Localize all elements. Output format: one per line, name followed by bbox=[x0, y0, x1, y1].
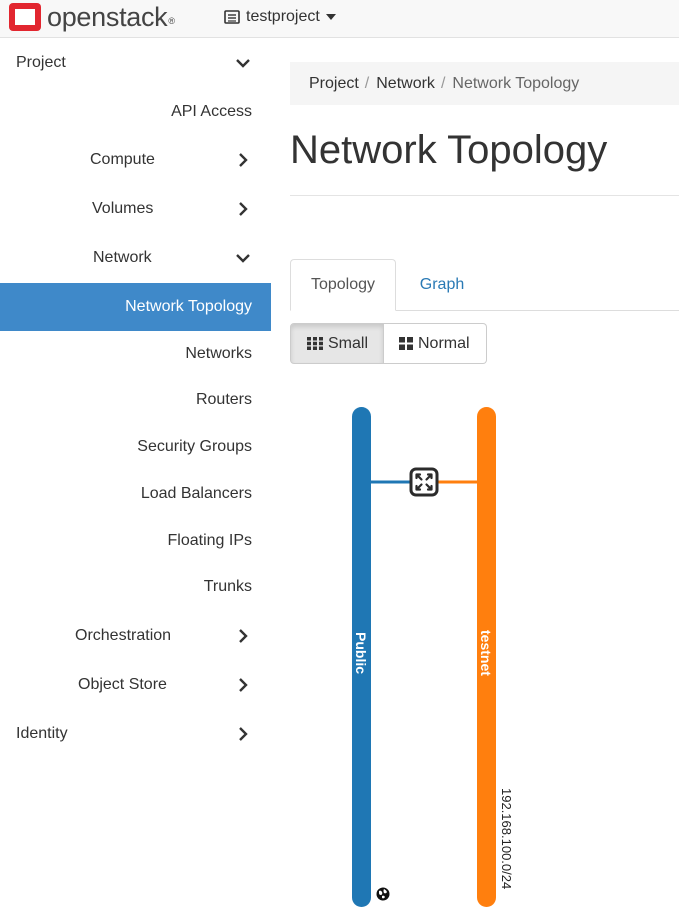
sidebar-item-label: Networks bbox=[185, 345, 252, 362]
chevron-down-icon bbox=[236, 59, 250, 68]
openstack-logo-icon bbox=[9, 3, 41, 31]
chevron-right-icon bbox=[239, 202, 248, 216]
breadcrumb-network[interactable]: Network bbox=[376, 74, 435, 92]
small-view-button[interactable]: Small bbox=[290, 323, 384, 364]
sidebar-item-orchestration[interactable]: Orchestration bbox=[0, 614, 271, 658]
openstack-logo[interactable]: openstack ® bbox=[8, 0, 175, 34]
breadcrumb-separator: / bbox=[364, 74, 370, 92]
sidebar-item-floating-ips[interactable]: Floating IPs bbox=[0, 519, 271, 563]
chevron-right-icon bbox=[239, 153, 248, 167]
brand-name: openstack bbox=[47, 1, 168, 32]
normal-view-label: Normal bbox=[418, 334, 470, 352]
view-size-toggle: Small Normal bbox=[290, 323, 487, 364]
title-divider bbox=[290, 195, 679, 196]
sidebar: Project API Access Compute Volumes Netwo… bbox=[0, 38, 271, 914]
network-bar-public[interactable] bbox=[352, 407, 371, 907]
network-testnet[interactable]: testnet 192.168.100.0/24 bbox=[477, 407, 514, 907]
sidebar-item-label: Trunks bbox=[203, 578, 252, 595]
project-list-icon bbox=[224, 10, 240, 24]
subnet-cidr-testnet: 192.168.100.0/24 bbox=[499, 788, 514, 889]
sidebar-item-label: Volumes bbox=[92, 200, 154, 217]
sidebar-item-network[interactable]: Network bbox=[0, 236, 271, 280]
breadcrumb-separator: / bbox=[440, 74, 446, 92]
caret-down-icon bbox=[325, 14, 336, 20]
globe-icon bbox=[376, 887, 390, 901]
top-navbar: openstack ® testproject bbox=[0, 0, 679, 38]
sidebar-item-label: Network bbox=[93, 249, 152, 266]
chevron-right-icon bbox=[239, 678, 248, 692]
sidebar-item-trunks[interactable]: Trunks bbox=[0, 565, 271, 609]
sidebar-item-api-access[interactable]: API Access bbox=[0, 90, 271, 134]
page-title: Network Topology bbox=[290, 128, 608, 172]
network-label-testnet: testnet bbox=[478, 630, 494, 676]
project-name: testproject bbox=[246, 8, 320, 25]
sidebar-item-routers[interactable]: Routers bbox=[0, 378, 271, 422]
sidebar-item-label: Load Balancers bbox=[140, 485, 252, 502]
sidebar-item-label: API Access bbox=[171, 103, 252, 120]
network-bar-testnet[interactable] bbox=[477, 407, 496, 907]
sidebar-item-network-topology[interactable]: Network Topology bbox=[0, 283, 271, 331]
tab-graph[interactable]: Graph bbox=[419, 276, 465, 293]
sidebar-item-label: Network Topology bbox=[125, 298, 252, 315]
small-view-label: Small bbox=[327, 334, 368, 352]
network-public[interactable]: Public bbox=[352, 407, 371, 907]
router-icon[interactable] bbox=[409, 467, 439, 497]
sidebar-item-networks[interactable]: Networks bbox=[0, 332, 271, 376]
sidebar-item-project[interactable]: Project bbox=[0, 41, 271, 85]
sidebar-item-identity[interactable]: Identity bbox=[0, 712, 271, 756]
sidebar-item-volumes[interactable]: Volumes bbox=[0, 187, 271, 231]
sidebar-item-label: Routers bbox=[195, 391, 252, 408]
sidebar-item-load-balancers[interactable]: Load Balancers bbox=[0, 472, 271, 516]
sidebar-item-label: Orchestration bbox=[75, 627, 172, 644]
chevron-right-icon bbox=[239, 629, 248, 643]
tabs-divider bbox=[290, 310, 679, 311]
sidebar-item-compute[interactable]: Compute bbox=[0, 138, 271, 182]
normal-view-button[interactable]: Normal bbox=[384, 323, 487, 364]
sidebar-item-label: Object Store bbox=[78, 676, 167, 693]
sidebar-item-label: Compute bbox=[90, 151, 155, 168]
project-switcher[interactable]: testproject bbox=[224, 6, 336, 28]
sidebar-item-label: Floating IPs bbox=[167, 532, 252, 549]
breadcrumb: Project / Network / Network Topology bbox=[290, 62, 679, 105]
chevron-right-icon bbox=[239, 727, 248, 741]
sidebar-item-security-groups[interactable]: Security Groups bbox=[0, 425, 271, 469]
breadcrumb-current: Network Topology bbox=[452, 74, 580, 92]
chevron-down-icon bbox=[236, 254, 250, 263]
tab-topology[interactable]: Topology bbox=[290, 259, 396, 311]
trademark-mark: ® bbox=[168, 16, 175, 26]
grid-small-icon bbox=[307, 337, 323, 350]
grid-large-icon bbox=[399, 337, 413, 350]
breadcrumb-project[interactable]: Project bbox=[309, 74, 359, 92]
sidebar-item-label: Identity bbox=[16, 725, 68, 742]
sidebar-item-object-store[interactable]: Object Store bbox=[0, 663, 271, 707]
sidebar-item-label: Security Groups bbox=[137, 438, 252, 455]
sidebar-item-label: Project bbox=[16, 54, 66, 71]
network-label-public: Public bbox=[353, 632, 369, 674]
